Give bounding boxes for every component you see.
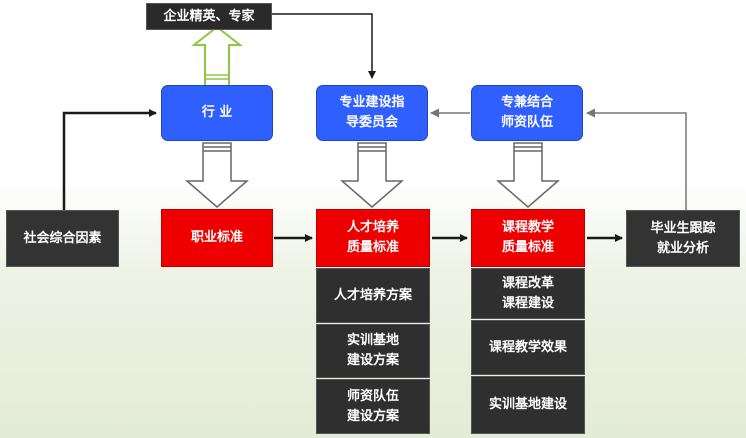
green-up-arrow <box>191 25 243 87</box>
course-reform-text-line1: 课程改革 <box>501 275 554 291</box>
course-standard-text-line2: 质量标准 <box>501 240 554 255</box>
talent-column-item: 人才培养方案 <box>316 268 430 323</box>
faculty-team-text-line2: 师资队伍 <box>500 115 553 130</box>
course-reform-text-line2: 课程建设 <box>501 295 554 311</box>
course-standard-box: 课程教学 质量标准 <box>471 209 585 267</box>
talent-column-item: 师资队伍 建设方案 <box>316 379 430 434</box>
social-factors-box: 社会综合因素 <box>6 210 119 267</box>
experts-label: 企业精英、专家 <box>146 3 272 30</box>
talent-plan-text: 人才培养方案 <box>333 287 412 303</box>
faculty-team-text-line1: 专兼结合 <box>500 95 553 110</box>
course-column-item: 课程教学效果 <box>471 320 585 375</box>
industry-text: 行 业 <box>201 105 233 120</box>
faculty-plan-text-line2: 建设方案 <box>346 408 399 424</box>
talent-column-item: 实训基地 建设方案 <box>316 324 430 378</box>
training-base-construction-text: 实训基地建设 <box>488 397 567 412</box>
graduate-analysis-text-line2: 就业分析 <box>656 240 709 256</box>
vocational-standard-text: 职业标准 <box>190 230 243 245</box>
course-standard-text-line1: 课程教学 <box>501 220 554 235</box>
graduate-analysis-text-line1: 毕业生跟踪 <box>650 220 716 236</box>
talent-standard-text-line1: 人才培养 <box>346 220 399 235</box>
faculty-plan-text-line1: 师资队伍 <box>346 388 399 404</box>
down-arrow-industry <box>184 142 250 208</box>
experts-label-text: 企业精英、专家 <box>163 8 255 24</box>
vocational-standard-box: 职业标准 <box>161 209 273 267</box>
connector-experts-to-committee <box>272 13 376 79</box>
industry-box: 行 业 <box>161 85 273 141</box>
training-base-plan-text-line1: 实训基地 <box>346 333 399 348</box>
faculty-team-box: 专兼结合 师资队伍 <box>471 85 583 141</box>
committee-text-line1: 专业建设指 <box>339 95 405 110</box>
talent-standard-text-line2: 质量标准 <box>346 240 399 255</box>
connector-graduate-to-faculty <box>586 108 687 210</box>
graduate-analysis-box: 毕业生跟踪 就业分析 <box>626 210 740 267</box>
training-base-plan-text-line2: 建设方案 <box>346 353 399 368</box>
teaching-effect-text: 课程教学效果 <box>488 339 567 355</box>
course-column-item: 课程改革 课程建设 <box>471 268 585 319</box>
committee-box: 专业建设指 导委员会 <box>316 85 428 141</box>
down-arrow-committee <box>339 142 405 208</box>
connector-social-to-industry <box>62 109 157 210</box>
social-factors-text: 社会综合因素 <box>23 230 102 246</box>
committee-text-line2: 导委员会 <box>345 115 398 130</box>
course-column-item: 实训基地建设 <box>471 376 585 434</box>
talent-standard-box: 人才培养 质量标准 <box>316 209 430 267</box>
down-arrow-faculty <box>495 142 561 208</box>
